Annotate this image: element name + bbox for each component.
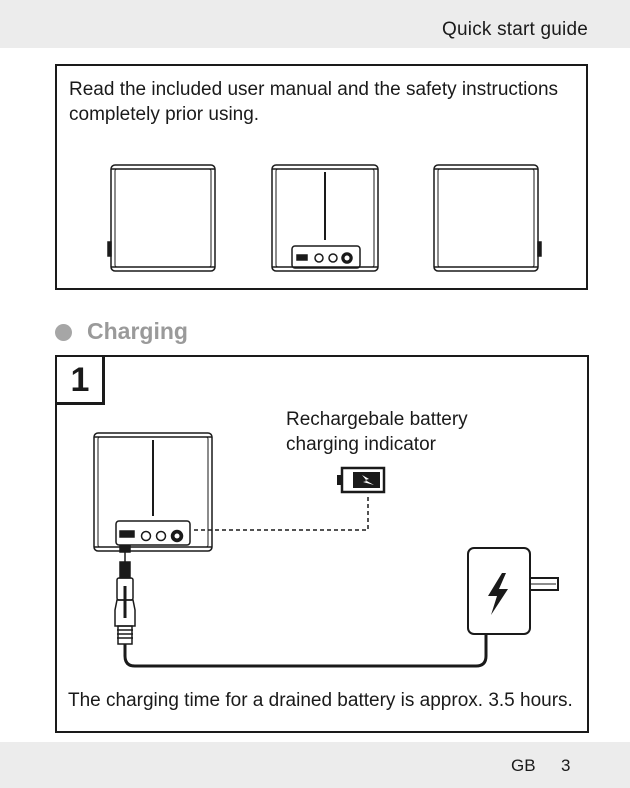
speaker-front-view-icon [107,164,216,272]
intro-line-2: completely prior using. [69,104,260,125]
speaker-side-view-icon [433,164,542,272]
charging-diagram [93,432,559,668]
footer-band [0,742,630,788]
intro-text: Read the included user manual and the sa… [69,77,569,127]
page-header-title: Quick start guide [442,19,588,40]
charging-cable [123,634,488,668]
power-adapter-icon [467,547,559,635]
lightning-bolt-icon [488,573,508,615]
header-band [0,0,630,48]
speaker-back-view-icon [271,164,379,272]
indicator-label-line-1: Rechargebale battery [286,409,468,430]
speaker-back-icon [93,432,213,552]
battery-indicator-icon [337,466,386,494]
indicator-label-line-2: charging indicator [286,434,436,455]
footer-language-code: GB [511,756,536,775]
section-title: Charging [87,318,188,344]
intro-line-1: Read the included user manual and the sa… [69,79,559,100]
micro-usb-connector-icon [114,545,136,645]
step-number: 1 [70,361,90,399]
charging-indicator-label: Rechargebale battery charging indicator [286,407,468,457]
step-box [55,355,589,733]
indicator-leader-line [194,494,369,531]
speaker-views-illustration [107,164,542,272]
step-number-box: 1 [55,355,105,405]
intro-box [55,64,588,290]
bullet-dot-icon [55,324,72,341]
footer-page-number: 3 [561,756,571,775]
charging-time-note: The charging time for a drained battery … [68,690,573,711]
